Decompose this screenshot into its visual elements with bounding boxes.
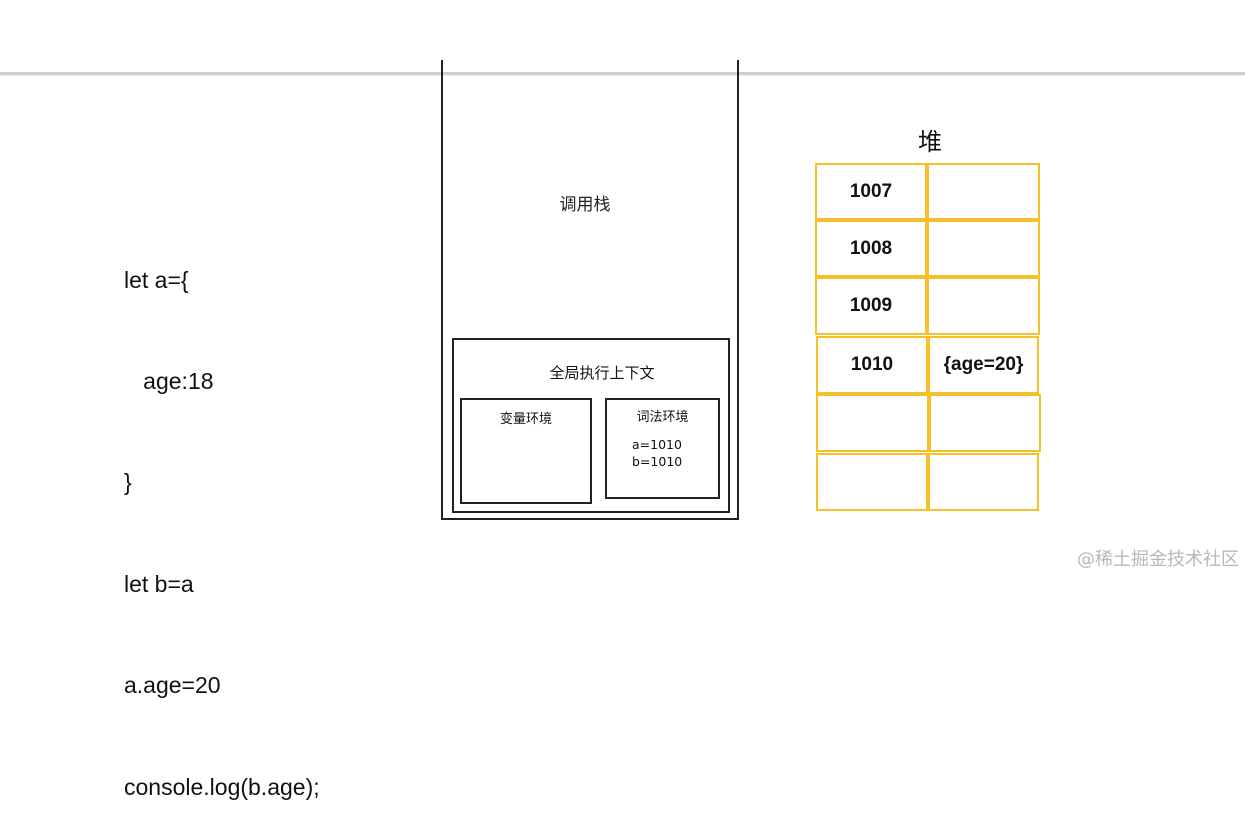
code-line: } (124, 469, 132, 496)
heap-address-cell: 1007 (815, 163, 927, 220)
heap-title: 堆 (918, 128, 942, 156)
code-block: let a={ age:18 } let b=a a.age=20 consol… (124, 196, 320, 838)
code-line: let a={ (124, 266, 189, 293)
variable-environment-title: 变量环境 (499, 412, 552, 427)
heap-address-cell (816, 394, 929, 452)
heap-value-cell (929, 394, 1041, 452)
variable-environment-box: 变量环境 (460, 398, 592, 504)
heap-address-cell: 1009 (815, 277, 927, 335)
global-execution-context-box: 全局执行上下文 变量环境 词法环境 a=1010 b=1010 (452, 338, 730, 513)
heap-address-cell: 1008 (815, 220, 927, 277)
watermark: @稀土掘金技术社区 (1077, 549, 1239, 570)
call-stack-title: 调用栈 (559, 195, 611, 215)
code-line: console.log(b.age); (124, 773, 320, 800)
heap-value-cell (927, 277, 1040, 335)
lexical-environment-entries: a=1010 b=1010 (632, 436, 682, 470)
call-stack-box: 调用栈 全局执行上下文 变量环境 词法环境 a=1010 b=1010 (441, 60, 739, 520)
heap-address-cell (816, 453, 928, 511)
lexical-environment-box: 词法环境 a=1010 b=1010 (605, 398, 720, 499)
heap-value-cell: {age=20} (928, 336, 1039, 394)
heap-value-cell (927, 163, 1040, 220)
code-line: age:18 (124, 367, 214, 394)
top-band (0, 0, 1245, 75)
heap-value-cell (928, 453, 1039, 511)
code-line: a.age=20 (124, 672, 221, 699)
code-line: let b=a (124, 570, 194, 597)
lexical-environment-title: 词法环境 (636, 410, 689, 425)
heap-value-cell (927, 220, 1040, 277)
lexical-entry-b: b=1010 (632, 454, 683, 469)
lexical-entry-a: a=1010 (632, 437, 682, 452)
heap-address-cell: 1010 (816, 336, 928, 394)
global-execution-context-title: 全局执行上下文 (549, 364, 655, 382)
